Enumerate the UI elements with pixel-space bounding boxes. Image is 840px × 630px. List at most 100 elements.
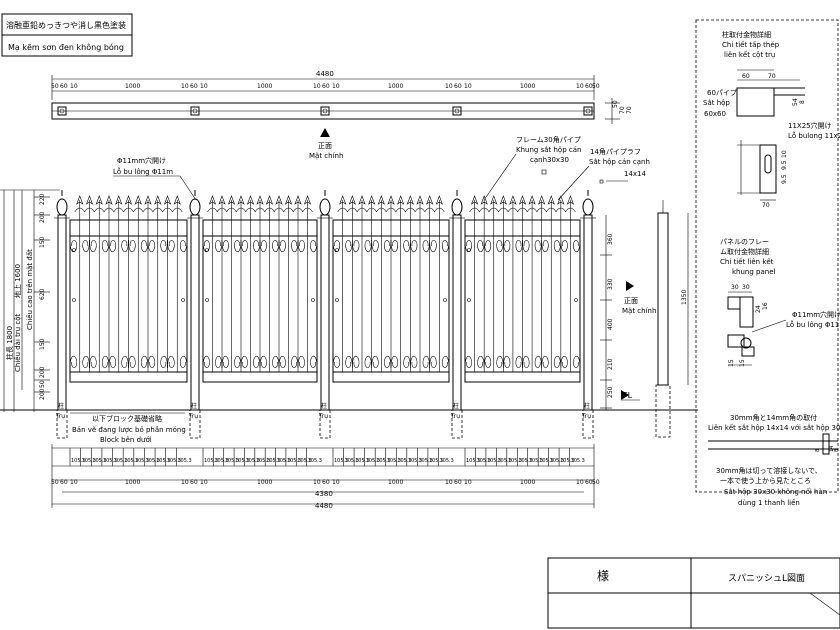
post-footing <box>56 409 68 439</box>
scroll-ornament-icon <box>108 239 117 253</box>
detail-panel-title-jp2: ム取付金物詳細 <box>720 247 769 256</box>
scroll-ornament-icon <box>101 239 110 253</box>
plan-post-hole <box>585 108 591 114</box>
scroll-ornament-icon <box>160 239 168 253</box>
detail-join-note-jp1: 30mm角は切って溶接しないで、 <box>716 466 822 475</box>
post-finial <box>319 198 331 216</box>
spacing-dim: 105.3 <box>71 458 85 464</box>
plan-seg-dim: 1000 <box>257 83 272 90</box>
spear-tip-icon <box>406 195 414 205</box>
frame-callout-jp: フレーム30角パイプ <box>516 135 581 144</box>
detail-slot-dim-95b: 9.5 <box>781 174 788 184</box>
plan-post-hole <box>454 108 460 114</box>
scroll-ornament-icon <box>310 239 318 253</box>
detail-panel-title-vi2: khung panel <box>732 268 776 276</box>
scroll-ornament-icon <box>128 239 136 253</box>
spear-scroll-icon <box>273 207 285 213</box>
scroll-ornament-icon <box>483 239 492 253</box>
spacing-dim: 105.3 <box>508 458 522 464</box>
detail-panel-dim-30a: 30 <box>731 284 739 291</box>
detail-post-title-jp: 柱取付金物詳細 <box>722 30 771 39</box>
title-block-drawing-name: スパニッシュL図面 <box>728 573 805 584</box>
bolt-hole-icon <box>467 298 471 302</box>
spacing-dim: 105.3 <box>277 458 291 464</box>
spear-tip-icon <box>265 195 274 205</box>
scroll-ornament-icon <box>483 355 492 369</box>
front-arrow-jp: 正面 <box>318 142 332 150</box>
plan-seg-dim: 1000 <box>520 83 535 90</box>
bottom-seg-dim: 10 <box>332 479 340 486</box>
spear-scroll-icon <box>74 207 86 213</box>
spear-scroll-icon <box>376 207 387 213</box>
bolt-hole-icon <box>72 248 76 252</box>
spear-tip-icon <box>416 195 424 205</box>
scroll-ornament-icon <box>422 355 430 369</box>
scroll-ornament-icon <box>297 355 305 369</box>
right-dim-value: 360 <box>607 233 614 245</box>
spacing-dim: 105.3 <box>355 458 369 464</box>
spear-scroll-icon <box>478 207 490 213</box>
scroll-ornament-icon <box>477 355 485 369</box>
detail-post-dim-54: 54 <box>792 98 799 106</box>
scroll-ornament-icon <box>364 239 372 253</box>
side-height-dim: 1350 <box>681 290 688 305</box>
detail-panel-hole-vi: Lỗ bu lông Φ11 <box>786 320 839 329</box>
bottom-seg-dim: 60 <box>322 479 330 486</box>
spacing-dim: 105.3 <box>124 458 138 464</box>
plan-seg-dim: 10 <box>332 83 340 90</box>
spear-scroll-icon <box>526 207 538 213</box>
bottom-seg-dim: 1000 <box>125 479 140 486</box>
spacing-dim: 105.3 <box>529 458 543 464</box>
plan-seg-dim: 50 <box>51 83 59 90</box>
plan-seg-dim: 10 <box>70 83 78 90</box>
plan-side-dim-2: 70 <box>619 106 626 114</box>
scroll-ornament-icon <box>345 355 353 369</box>
scroll-ornament-icon <box>464 239 472 253</box>
detail-join-dim-14: 14 <box>829 446 835 452</box>
front-right-vi: Mặt chính <box>622 307 656 315</box>
finish-note: 溶融亜鉛めっきつや消し黒色塗装 Mạ kẽm sơn đen không bón… <box>1 13 133 57</box>
plan-seg-dim: 60 <box>454 83 462 90</box>
scroll-ornament-icon <box>503 239 511 253</box>
scroll-ornament-icon <box>560 355 568 369</box>
spear-tip-icon <box>163 195 172 205</box>
scroll-ornament-icon <box>573 355 581 369</box>
bolt-hole-icon <box>72 298 76 302</box>
finish-note-jp: 溶融亜鉛めっきつや消し黒色塗装 <box>6 20 126 30</box>
plan-seg-dim: 10 <box>313 83 321 90</box>
spear-scroll-icon <box>555 207 567 213</box>
spear-scroll-icon <box>536 207 547 213</box>
detail-panel-hole-jp: Φ11mm穴開け <box>792 310 840 319</box>
post-finial <box>56 198 68 216</box>
scroll-ornament-icon <box>403 355 411 369</box>
spear-tip-icon <box>144 195 152 205</box>
plan-seg-dim: 10 <box>576 83 584 90</box>
height-vi: Chiều cao trên mặt đất <box>26 249 34 330</box>
plan-seg-dim: 1000 <box>125 83 140 90</box>
right-dim-value: 330 <box>607 278 614 290</box>
detail-join-title-jp: 30mm角と14mm角の取付 <box>730 413 817 422</box>
spacing-dim: 105.3 <box>376 458 390 464</box>
spear-tip-icon <box>173 195 181 205</box>
spear-scroll-icon <box>84 207 95 213</box>
bolt-hole-icon <box>335 248 339 252</box>
bolt-hole-icon <box>443 298 447 302</box>
detail-slot-dim-10: 10 <box>781 150 788 158</box>
plan-seg-dim: 60 <box>60 83 68 90</box>
bolt-hole-icon <box>467 248 471 252</box>
spacing-dim: 105.3 <box>82 458 96 464</box>
left-dim-value: 150 <box>39 338 46 350</box>
title-block-sama: 様 <box>597 569 609 583</box>
front-arrow-icon <box>320 128 330 137</box>
bottom-seg-dim: 1000 <box>388 479 403 486</box>
scroll-ornament-icon <box>429 239 437 253</box>
bolt-hole-icon <box>205 248 209 252</box>
scroll-ornament-icon <box>410 239 418 253</box>
spear-tip-icon <box>246 195 255 205</box>
spear-scroll-icon <box>302 207 313 213</box>
scroll-ornament-icon <box>147 355 156 369</box>
spacing-dim: 105.3 <box>366 458 380 464</box>
